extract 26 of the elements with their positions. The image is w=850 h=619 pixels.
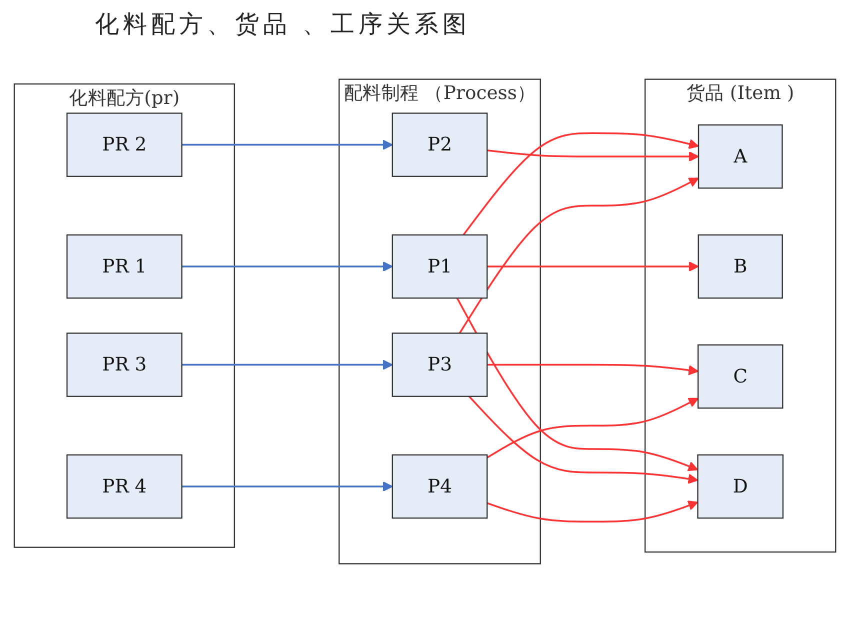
arrow — [486, 398, 699, 458]
node-box: A — [698, 124, 783, 189]
arrow — [487, 364, 699, 376]
node-box: D — [697, 454, 784, 519]
node-box: C — [698, 344, 784, 409]
arrow — [182, 140, 393, 150]
arrow — [487, 261, 699, 272]
arrow — [182, 360, 393, 370]
arrow — [458, 178, 699, 334]
diagram-title: 化料配方、货品 、工序关系图 — [94, 9, 472, 40]
node-box: B — [698, 234, 783, 299]
arrow — [486, 500, 698, 522]
node-box: PR 2 — [66, 112, 182, 177]
node-box: P4 — [392, 454, 488, 519]
node-box: PR 3 — [66, 332, 182, 397]
node-box: PR 4 — [66, 454, 182, 519]
arrow — [182, 481, 393, 492]
arrow — [182, 261, 393, 272]
node-box: P3 — [392, 332, 488, 397]
node-box: P1 — [392, 234, 488, 299]
arrow — [456, 298, 698, 472]
node-box: P2 — [392, 112, 488, 177]
arrow — [487, 149, 699, 162]
arrow — [462, 132, 699, 236]
node-box: PR 1 — [66, 234, 182, 299]
arrow — [468, 396, 698, 484]
